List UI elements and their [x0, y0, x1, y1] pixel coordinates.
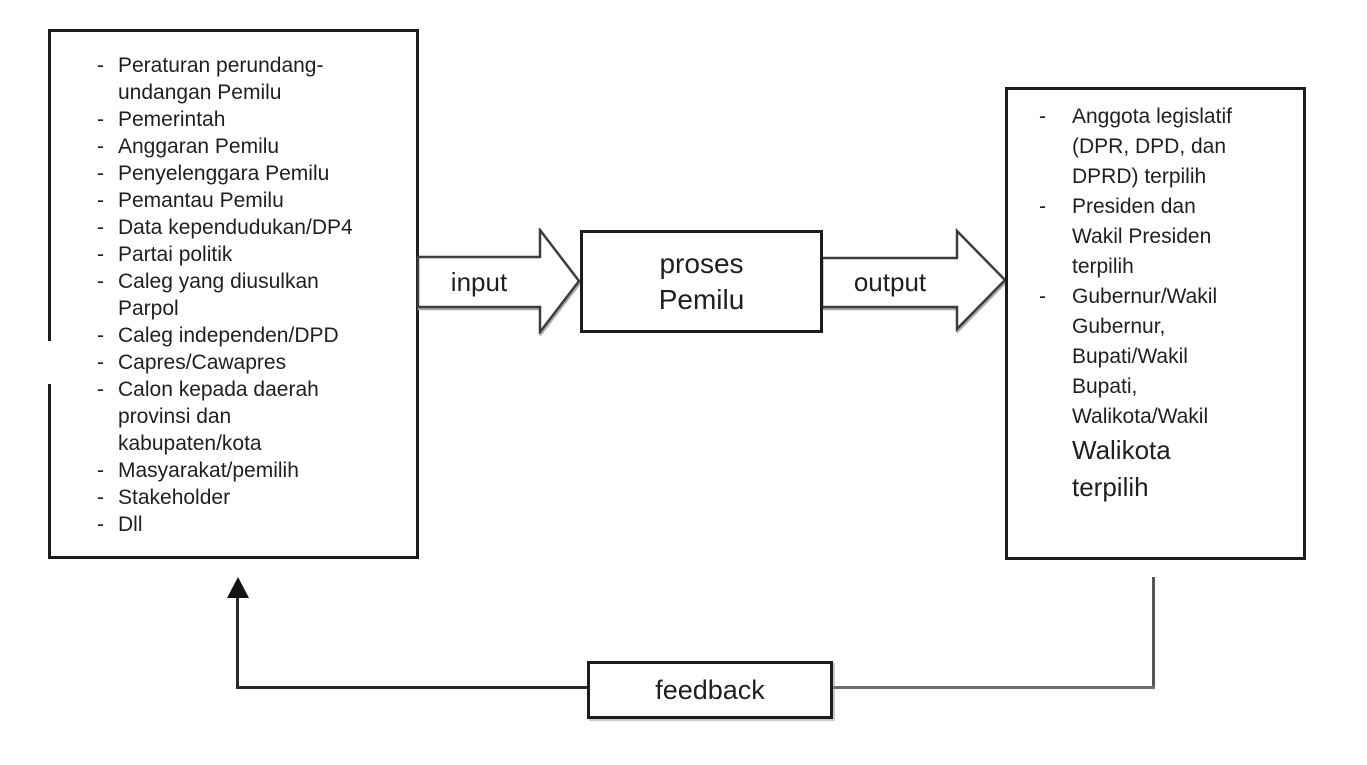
bullet-dash: - — [97, 324, 104, 347]
input-label: input — [450, 267, 508, 297]
bullet-dash: - — [97, 378, 104, 401]
list-item: - Presiden dan Wakil Presiden terpilih — [1008, 192, 1303, 282]
list-item: - Peraturan perundang-undangan Pemilu — [51, 52, 416, 106]
list-item: - Penyelenggara Pemilu — [51, 160, 416, 187]
process-box: proses Pemilu — [580, 230, 823, 333]
feedback-label: feedback — [655, 674, 765, 705]
bullet-dash: - — [97, 351, 104, 374]
item-text: Partai politik — [118, 243, 233, 266]
item-text: Pemerintah — [118, 108, 226, 131]
item-text: Data kependudukan/DP4 — [118, 216, 353, 239]
bullet-dash: - — [97, 135, 104, 158]
bullet-dash: - — [97, 162, 104, 185]
item-text: Dll — [118, 513, 143, 536]
item-text: Anggota legislatif (DPR, DPD, dan DPRD) … — [1072, 105, 1232, 188]
output-box: - Anggota legislatif (DPR, DPD, dan DPRD… — [1005, 87, 1306, 560]
output-arrow — [820, 228, 1007, 332]
process-label-line-1: proses — [659, 247, 744, 279]
bullet-dash: - — [97, 243, 104, 266]
process-label-line-2: Pemilu — [658, 283, 745, 315]
bullet-dash: - — [97, 108, 104, 131]
feedback-line-left-vertical — [236, 596, 239, 689]
feedback-line-right-vertical — [1152, 577, 1155, 688]
list-item: - Anggaran Pemilu — [51, 133, 416, 160]
bullet-dash: - — [1039, 105, 1046, 128]
item-text: Peraturan perundang-undangan Pemilu — [118, 54, 324, 104]
feedback-arrowhead-icon — [227, 577, 249, 598]
list-item: - Anggota legislatif (DPR, DPD, dan DPRD… — [1008, 102, 1303, 192]
input-arrow — [416, 228, 581, 334]
list-item: - Pemerintah — [51, 106, 416, 133]
feedback-line-right-horizontal — [830, 686, 1155, 689]
output-list: - Anggota legislatif (DPR, DPD, dan DPRD… — [1008, 90, 1303, 506]
input-arrow-shape — [416, 228, 581, 334]
list-item: - Masyarakat/pemilih — [51, 457, 416, 484]
bullet-dash: - — [1039, 285, 1046, 308]
list-item: - Pemantau Pemilu — [51, 187, 416, 214]
list-item: - Calon kepada daerah provinsi dan kabup… — [51, 376, 416, 457]
feedback-line-left-horizontal — [237, 686, 590, 689]
item-text: Stakeholder — [118, 486, 231, 509]
item-text: Presiden dan Wakil Presiden terpilih — [1072, 195, 1212, 278]
list-item: - Data kependudukan/DP4 — [51, 214, 416, 241]
item-text: Gubernur/Wakil Gubernur, Bupati/Wakil Bu… — [1072, 285, 1218, 428]
list-item: - Dll — [51, 511, 416, 538]
list-item: - Capres/Cawapres — [51, 349, 416, 376]
output-label: output — [853, 267, 927, 297]
list-item: - Gubernur/Wakil Gubernur, Bupati/Wakil … — [1008, 282, 1303, 506]
item-text: Pemantau Pemilu — [118, 189, 284, 212]
bullet-dash: - — [97, 459, 104, 482]
output-arrow-shape — [820, 228, 1007, 332]
list-item: - Stakeholder — [51, 484, 416, 511]
left-border-gap — [44, 341, 55, 384]
item-text: Capres/Cawapres — [118, 351, 287, 374]
input-list: - Peraturan perundang-undangan Pemilu - … — [51, 32, 416, 538]
list-item: - Partai politik — [51, 241, 416, 268]
bullet-dash: - — [97, 189, 104, 212]
item-text: Caleg independen/DPD — [118, 324, 339, 347]
item-text: Anggaran Pemilu — [118, 135, 280, 158]
bullet-dash: - — [97, 270, 104, 293]
item-text: Masyarakat/pemilih — [118, 459, 299, 482]
bullet-dash: - — [97, 513, 104, 536]
bullet-dash: - — [97, 216, 104, 239]
feedback-box: feedback — [587, 661, 833, 719]
item-text: Calon kepada daerah provinsi dan kabupat… — [118, 378, 319, 455]
list-item: - Caleg yang diusulkan Parpol — [51, 268, 416, 322]
bullet-dash: - — [97, 54, 104, 77]
item-text-large: Walikota terpilih — [1072, 435, 1171, 502]
input-box: - Peraturan perundang-undangan Pemilu - … — [48, 29, 419, 559]
item-text: Caleg yang diusulkan Parpol — [118, 270, 319, 320]
list-item: - Caleg independen/DPD — [51, 322, 416, 349]
item-text-group: Gubernur/Wakil Gubernur, Bupati/Wakil Bu… — [1072, 282, 1242, 506]
item-text: Penyelenggara Pemilu — [118, 162, 330, 185]
bullet-dash: - — [97, 486, 104, 509]
bullet-dash: - — [1039, 195, 1046, 218]
